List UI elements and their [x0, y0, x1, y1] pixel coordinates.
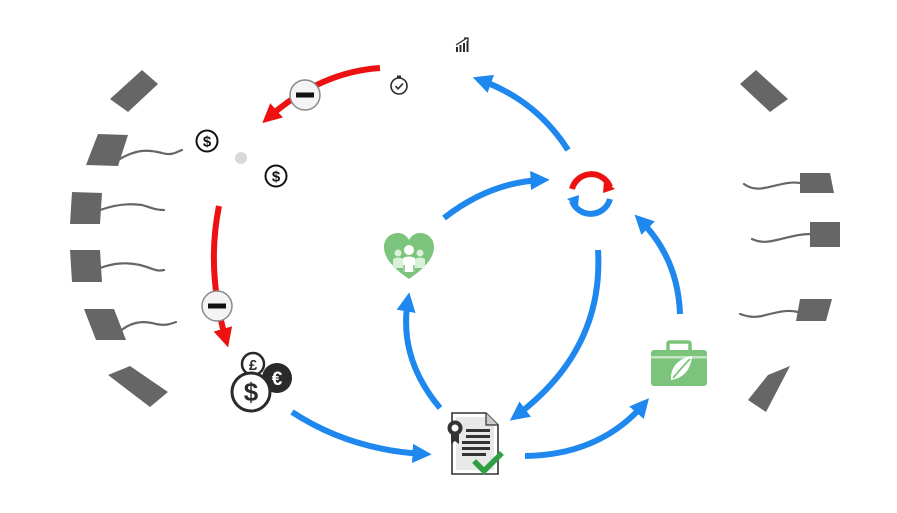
right-bracket-segment	[740, 70, 788, 112]
blue-arrow-cycle-to-top	[472, 74, 571, 152]
red-arrow-left	[210, 205, 233, 348]
grey-dot	[235, 152, 247, 164]
svg-text:€: €	[272, 369, 283, 390]
blue-arrow-certificate-to-ecocase	[524, 398, 650, 459]
left-wave-line	[98, 262, 166, 272]
svg-text:£: £	[249, 357, 258, 374]
right-bracket-segment	[796, 299, 832, 321]
dollar-coin-icon: $	[264, 164, 288, 188]
heart-community-icon	[384, 233, 434, 279]
currency-coins-icon: € £ $	[230, 351, 292, 413]
blue-arrow-cycle-to-certificate	[509, 249, 602, 421]
right-wave-line	[738, 309, 800, 318]
certified-document-icon	[447, 412, 504, 475]
svg-text:$: $	[272, 169, 281, 186]
left-bracket-tails	[98, 148, 184, 335]
left-bracket-segment	[70, 192, 102, 224]
blue-arrow-currency-to-certificate	[290, 409, 432, 463]
left-bracket-segment	[84, 309, 126, 340]
left-wave-line	[98, 203, 166, 212]
left-wave-line	[116, 320, 178, 335]
right-bracket-segment	[800, 173, 834, 193]
left-bracket-segment	[108, 366, 168, 407]
right-wave-line	[750, 232, 812, 243]
svg-text:$: $	[203, 134, 212, 151]
left-bracket-segment	[70, 250, 102, 282]
growth-chart-icon	[455, 37, 469, 52]
minus-circle-icon	[201, 290, 233, 322]
left-bracket-segment	[110, 70, 158, 112]
right-bracket-segment	[748, 366, 790, 412]
recycle-cycle-icon	[567, 171, 615, 217]
right-bracket-segment	[810, 222, 840, 247]
green-briefcase-leaf-icon	[651, 340, 707, 386]
blue-arrow-ecocase-to-cycle	[634, 214, 683, 315]
minus-circle-icon	[289, 79, 321, 111]
svg-text:$: $	[244, 377, 259, 407]
right-bracket	[740, 70, 840, 412]
blue-arrow-certificate-to-community	[396, 292, 443, 410]
clock-check-icon	[390, 75, 408, 95]
right-wave-line	[742, 181, 802, 190]
left-wave-line	[116, 148, 184, 162]
left-bracket-segment	[86, 134, 128, 166]
blue-arrow-community-to-cycle	[442, 170, 550, 221]
dollar-coin-icon: $	[195, 129, 219, 153]
right-bracket-tails	[738, 181, 812, 318]
left-bracket	[70, 70, 168, 407]
red-arrow-top	[262, 65, 381, 124]
